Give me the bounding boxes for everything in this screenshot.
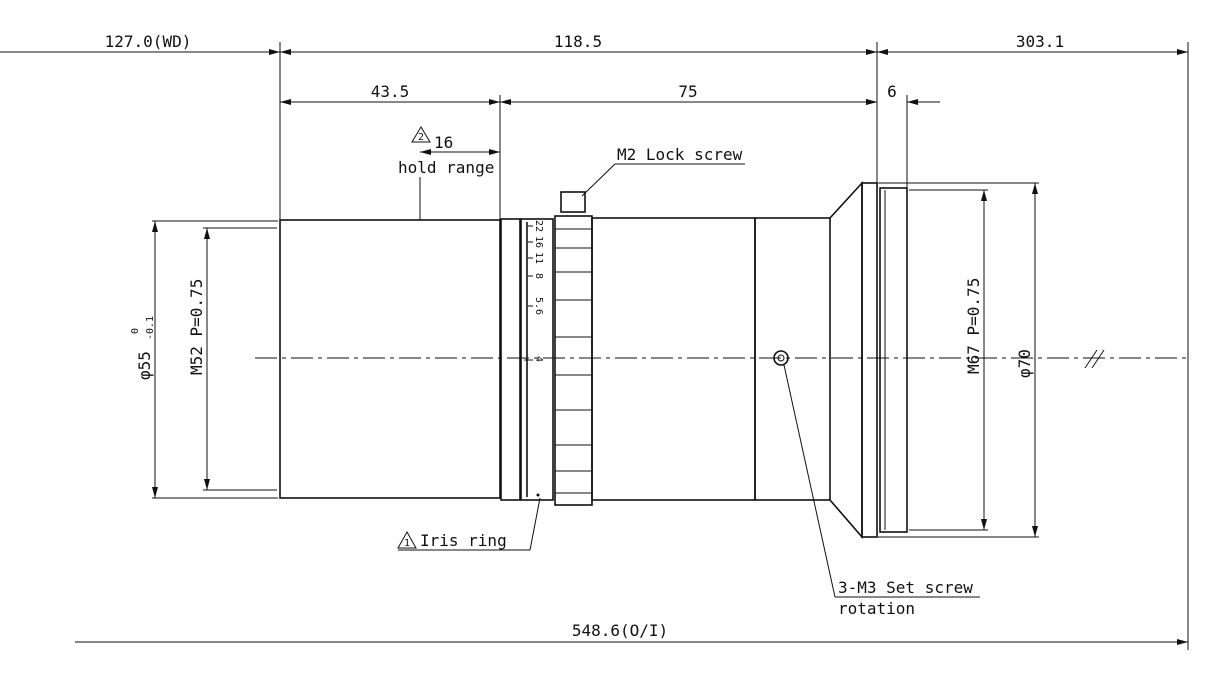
aperture-label: 22 — [533, 220, 544, 232]
dimension-total-length: 548.6(O/I) — [75, 621, 1188, 645]
body-section-label: 75 — [678, 82, 697, 101]
warning-triangle-icon — [411, 126, 431, 143]
aperture-label: 5.6 — [533, 297, 544, 315]
rear-thread-label: M52 P=0.75 — [187, 279, 206, 375]
dimension-front-thread: M67 P=0.75 — [909, 189, 988, 531]
total-length-label: 548.6(O/I) — [572, 621, 668, 640]
dimension-working-distance: 127.0(WD) — [0, 32, 280, 55]
warning-triangle-icon — [397, 530, 417, 549]
dimension-rear-diameter: φ55 0 -0.1 — [130, 220, 278, 499]
hold-ring — [500, 218, 521, 501]
front-flange — [861, 182, 878, 538]
front-cone — [829, 180, 863, 540]
extension-lines — [279, 42, 1189, 650]
main-barrel — [591, 217, 756, 501]
lens-length-label: 118.5 — [554, 32, 602, 51]
lock-screw-label: M2 Lock screw — [617, 145, 743, 164]
set-screw-note: 3-M3 Set screw rotation — [783, 364, 980, 618]
iris-ring — [554, 215, 593, 506]
front-thread-label: M67 P=0.75 — [964, 278, 983, 374]
lock-screw-note: M2 Lock screw — [581, 145, 745, 197]
lock-screw-knob — [560, 191, 586, 213]
aperture-label: 8 — [533, 273, 544, 279]
tolerance-lower: -0.1 — [145, 316, 156, 340]
front-barrel — [754, 217, 831, 501]
hold-range-note: 2 16 hold range — [398, 126, 500, 220]
dimension-rear-thread: M52 P=0.75 — [187, 227, 277, 491]
hold-note-number: 2 — [418, 132, 424, 143]
rear-barrel — [279, 219, 501, 499]
set-screw-label: 3-M3 Set screw — [838, 578, 973, 597]
iris-note-number: 1 — [404, 538, 410, 549]
rear-diameter-label: φ55 — [135, 351, 154, 380]
hold-section-label: 43.5 — [371, 82, 410, 101]
front-diameter-label: φ70 — [1015, 349, 1034, 378]
center-line — [255, 349, 1188, 369]
aperture-label: 11 — [533, 252, 544, 264]
thread-depth-label: 6 — [887, 82, 897, 101]
tolerance-upper: 0 — [130, 328, 141, 334]
dimension-thread-depth: 6 — [820, 82, 940, 105]
dimension-body-section: 75 — [500, 82, 877, 105]
hold-value: 16 — [434, 133, 453, 152]
dimension-front-diameter: φ70 — [878, 182, 1039, 538]
set-screw-sublabel: rotation — [838, 599, 915, 618]
aperture-scale: 22 16 11 8 5.6 4 — [524, 220, 544, 497]
iris-ring-label: Iris ring — [420, 531, 507, 550]
iris-ring-note: 1 Iris ring — [397, 497, 541, 551]
aperture-label: 4 — [533, 356, 544, 362]
aperture-label: 16 — [533, 236, 544, 248]
working-distance-label: 127.0(WD) — [105, 32, 192, 51]
dimension-flange-back: 303.1 — [877, 32, 1188, 55]
lens-body — [279, 180, 908, 540]
dimension-lens-length: 118.5 — [280, 32, 877, 55]
hold-range-label: hold range — [398, 158, 494, 177]
filter-thread — [879, 187, 908, 533]
dimension-hold-section: 43.5 — [280, 82, 500, 105]
iris-ring-knurl — [555, 228, 592, 494]
scale-band — [520, 218, 554, 501]
flange-back-label: 303.1 — [1016, 32, 1064, 51]
